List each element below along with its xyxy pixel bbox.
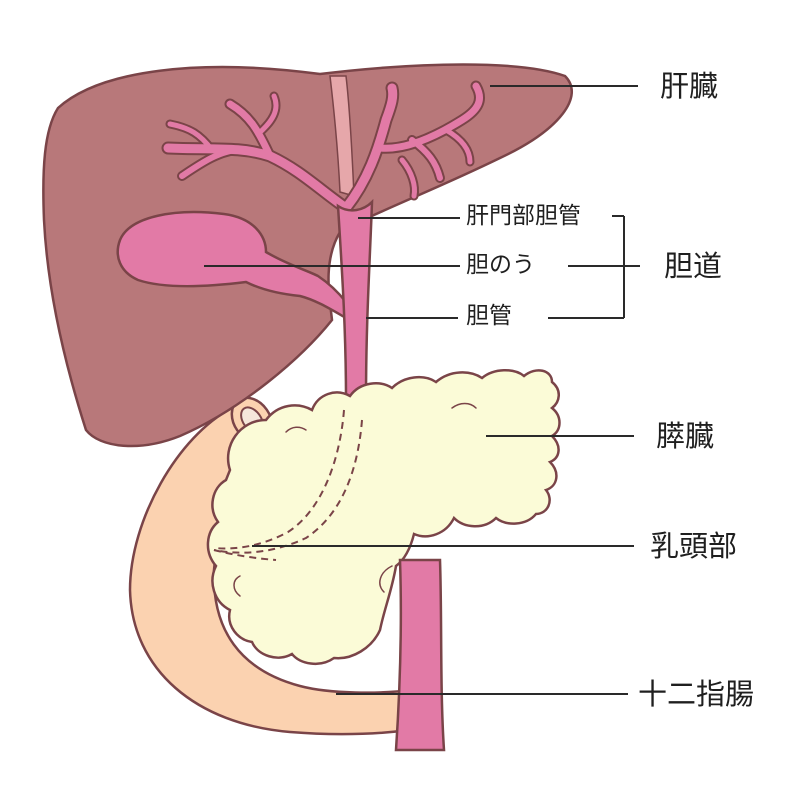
- label-bile-duct: 胆管: [466, 303, 512, 329]
- label-hepatic-duct: 肝門部胆管: [466, 203, 581, 229]
- intrapancreatic-ducts: [213, 409, 363, 561]
- label-biliary-tract: 胆道: [664, 249, 723, 283]
- pancreas-texture: [233, 402, 477, 597]
- label-papilla: 乳頭部: [650, 529, 738, 563]
- liver-shape: [42, 63, 573, 448]
- label-liver: 肝臓: [660, 69, 719, 103]
- label-pancreas: 膵臓: [656, 419, 715, 453]
- leader-lines: [204, 85, 640, 695]
- pancreas-shape: [206, 369, 561, 666]
- distal-bile-duct: [394, 558, 446, 752]
- label-duodenum: 十二指腸: [638, 677, 755, 711]
- label-gallbladder: 胆のう: [466, 252, 535, 278]
